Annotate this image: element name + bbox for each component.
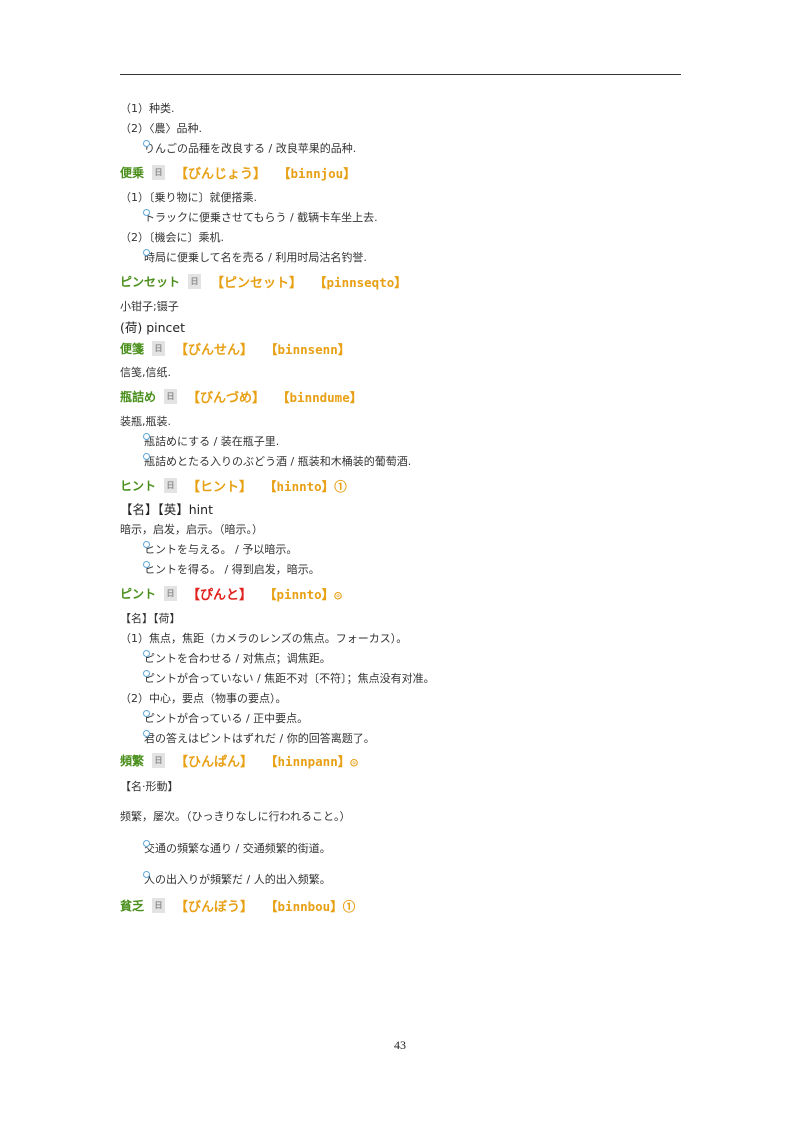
example-line: 瓶詰めにする / 装在瓶子里. [120, 433, 700, 449]
headword-entry: 便箋 日 【びんせん】 【binnsenn】 [120, 338, 700, 358]
headword-romaji: 【binnsenn】 [265, 341, 351, 357]
headword-entry: ヒント 日 【ヒント】 【hinnto】① [120, 475, 700, 495]
definition-line: （2）〔機会に〕乘机. [120, 231, 224, 244]
headword-entry: 瓶詰め 日 【びんづめ】 【binndume】 [120, 386, 700, 406]
headword: 貧乏 [120, 898, 145, 913]
headword: 便箋 [120, 341, 145, 356]
japanese-dict-icon: 日 [188, 273, 202, 289]
example-bullet-icon [143, 730, 150, 737]
headword-kana: 【びんじょう】 [175, 166, 267, 182]
example-text: ヒントを与える。 / 予以暗示。 [144, 543, 298, 556]
definition-line: 暗示，启发，启示。（暗示。） [120, 523, 263, 536]
header-rule [120, 74, 681, 75]
headword-romaji: 【binndume】 [277, 389, 363, 405]
example-text: トラックに便乗させてもらう / 截辆卡车坐上去. [144, 211, 378, 224]
headword-kana: 【ぴんと】 [187, 587, 253, 603]
headword-romaji: 【hinnpann】◎ [265, 753, 358, 769]
example-text: 交通の頻繁な通り / 交通频繁的街道。 [144, 842, 331, 855]
example-bullet-icon [143, 140, 150, 147]
example-line: ピントを合わせる / 对焦点；调焦距。 [120, 650, 700, 666]
japanese-dict-icon: 日 [152, 164, 166, 180]
example-text: 人の出入りが頻繁だ / 人的出入频繁。 [144, 873, 331, 886]
example-line: ピントが合っている / 正中要点。 [120, 710, 700, 726]
definition-line: 装瓶,瓶装. [120, 415, 171, 428]
definition-line: （1）种类. [120, 102, 175, 115]
example-bullet-icon [143, 209, 150, 216]
headword: ピンセット [120, 274, 181, 289]
example-text: 君の答えはピントはずれだ / 你的回答离题了。 [144, 732, 375, 745]
definition-line: 【名】【荷】 [120, 612, 181, 625]
example-bullet-icon [143, 650, 150, 657]
definition-line: 小钳子;镊子 [120, 300, 179, 313]
headword-kana: 【びんぼう】 [175, 899, 254, 915]
example-bullet-icon [143, 249, 150, 256]
headword-kana: 【びんづめ】 [187, 390, 266, 406]
example-text: 瓶詰めにする / 装在瓶子里. [144, 435, 280, 448]
headword: 頻繁 [120, 753, 145, 768]
headword-romaji: 【binnjou】 [278, 165, 356, 181]
example-line: ヒントを得る。 / 得到启发，暗示。 [120, 561, 700, 577]
japanese-dict-icon: 日 [164, 388, 178, 404]
example-text: ピントが合っている / 正中要点。 [144, 712, 309, 725]
headword-kana: 【びんせん】 [175, 342, 254, 358]
example-line: 交通の頻繁な通り / 交通频繁的街道。 [120, 840, 700, 856]
definition-line: （1）〔乗り物に〕就便搭乘. [120, 191, 257, 204]
example-bullet-icon [143, 561, 150, 568]
headword-kana: 【ピンセット】 [211, 275, 303, 291]
japanese-dict-icon: 日 [164, 585, 178, 601]
headword-romaji: 【pinnseqto】 [314, 274, 407, 290]
example-line: 人の出入りが頻繁だ / 人的出入频繁。 [120, 871, 700, 887]
example-bullet-icon [143, 453, 150, 460]
headword: ピント [120, 586, 157, 601]
headword-entry: 貧乏 日 【びんぼう】 【binnbou】① [120, 895, 700, 915]
japanese-dict-icon: 日 [152, 752, 166, 768]
definition-line: 【名】【英】hint [120, 502, 213, 517]
definition-line: 频繁，屡次。（ひっきりなしに行われること。） [120, 810, 351, 823]
definition-line: (荷) pincet [120, 320, 186, 335]
headword-entry: ピンセット 日 【ピンセット】 【pinnseqto】 [120, 271, 700, 291]
example-text: 時局に便乗して名を売る / 利用时局沽名钓誉. [144, 251, 367, 264]
definition-line: （2）中心，要点（物事の要点）。 [120, 692, 287, 705]
headword-kana: 【ひんぱん】 [175, 754, 254, 770]
example-bullet-icon [143, 840, 150, 847]
page-number: 43 [394, 1038, 406, 1052]
example-line: ピントが合っていない / 焦距不对〔不符〕；焦点没有对准。 [120, 670, 700, 686]
headword: 便乗 [120, 165, 145, 180]
example-line: りんごの品種を改良する / 改良苹果的品种. [120, 140, 700, 156]
definition-line: （1）焦点，焦距（カメラのレンズの焦点。フォーカス）。 [120, 632, 408, 645]
example-bullet-icon [143, 710, 150, 717]
headword: ヒント [120, 478, 157, 493]
headword-kana: 【ヒント】 [187, 479, 253, 495]
example-bullet-icon [143, 541, 150, 548]
headword-entry: 便乗 日 【びんじょう】 【binnjou】 [120, 162, 700, 182]
example-line: 君の答えはピントはずれだ / 你的回答离题了。 [120, 730, 700, 746]
example-text: 瓶詰めとたる入りのぶどう酒 / 瓶装和木桶装的葡萄酒. [144, 455, 412, 468]
japanese-dict-icon: 日 [152, 897, 166, 913]
example-bullet-icon [143, 871, 150, 878]
example-line: ヒントを与える。 / 予以暗示。 [120, 541, 700, 557]
definition-line: （2）〈農〉品种. [120, 122, 202, 135]
example-bullet-icon [143, 670, 150, 677]
example-text: ピントが合っていない / 焦距不对〔不符〕；焦点没有对准。 [144, 672, 435, 685]
headword-romaji: 【pinnto】◎ [264, 586, 342, 602]
definition-line: 信笺,信纸. [120, 366, 171, 379]
dictionary-content: （1）种类. （2）〈農〉品种. りんごの品種を改良する / 改良苹果的品种. … [120, 100, 700, 915]
headword: 瓶詰め [120, 389, 157, 404]
headword-entry: 頻繁 日 【ひんぱん】 【hinnpann】◎ [120, 750, 700, 770]
example-bullet-icon [143, 433, 150, 440]
headword-romaji: 【hinnto】① [264, 478, 347, 494]
example-text: りんごの品種を改良する / 改良苹果的品种. [144, 142, 357, 155]
headword-romaji: 【binnbou】① [265, 898, 356, 914]
example-line: 瓶詰めとたる入りのぶどう酒 / 瓶装和木桶装的葡萄酒. [120, 453, 700, 469]
definition-line: 【名·形動】 [120, 780, 179, 793]
japanese-dict-icon: 日 [164, 477, 178, 493]
example-text: ピントを合わせる / 对焦点；调焦距。 [144, 652, 331, 665]
example-line: トラックに便乗させてもらう / 截辆卡车坐上去. [120, 209, 700, 225]
example-line: 時局に便乗して名を売る / 利用时局沽名钓誉. [120, 249, 700, 265]
japanese-dict-icon: 日 [152, 340, 166, 356]
example-text: ヒントを得る。 / 得到启发，暗示。 [144, 563, 320, 576]
headword-entry: ピント 日 【ぴんと】 【pinnto】◎ [120, 583, 700, 603]
